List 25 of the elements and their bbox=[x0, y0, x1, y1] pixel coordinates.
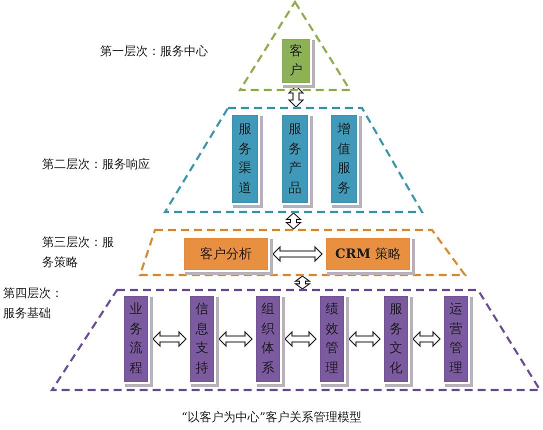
process-box: 服务产品 bbox=[280, 113, 310, 205]
process-box: 运营管理 bbox=[442, 294, 470, 384]
process-box: 业务流程 bbox=[122, 294, 150, 384]
layer-label: 第四层次：服务基础 bbox=[3, 285, 64, 322]
layer-label: 第一层次：服务中心 bbox=[100, 43, 209, 60]
process-box: 服务渠道 bbox=[230, 113, 260, 205]
layer-label: 第三层次：服务策略 bbox=[42, 234, 115, 271]
layer-label: 第二层次：服务响应 bbox=[42, 156, 151, 173]
process-box: 增值服务 bbox=[329, 113, 359, 205]
process-box: 客户分析 bbox=[182, 236, 270, 272]
process-box: CRM 策略 bbox=[324, 236, 412, 272]
double-arrow bbox=[284, 330, 317, 348]
double-arrow bbox=[152, 330, 187, 348]
process-box: 绩效管理 bbox=[318, 294, 346, 384]
process-box: 服务文化 bbox=[382, 294, 410, 384]
process-box: 信息支持 bbox=[188, 294, 216, 384]
double-arrow bbox=[412, 330, 441, 348]
process-box: 组织体系 bbox=[254, 294, 282, 384]
caption: “以客户为中心”客户关系管理模型 bbox=[180, 409, 363, 426]
double-arrow bbox=[348, 330, 381, 348]
process-box: 客户 bbox=[280, 37, 312, 85]
double-arrow bbox=[285, 212, 302, 230]
double-arrow bbox=[294, 275, 312, 290]
double-arrow bbox=[272, 246, 323, 262]
double-arrow bbox=[218, 330, 253, 348]
